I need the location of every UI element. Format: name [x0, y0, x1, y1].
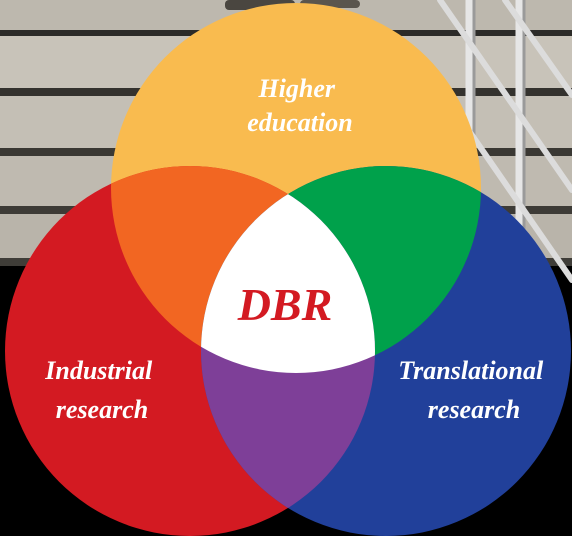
label-higher-education-line-1: Higher: [257, 74, 335, 103]
label-industrial-research: Industrial research: [44, 356, 158, 424]
label-industrial-research-line-2: research: [56, 395, 148, 424]
label-industrial-research-line-1: Industrial: [44, 356, 153, 385]
label-translational-research: Translational research: [398, 356, 549, 424]
label-higher-education-line-2: education: [247, 108, 352, 137]
label-higher-education: Higher education: [247, 74, 352, 137]
label-translational-research-line-2: research: [428, 395, 520, 424]
label-translational-research-line-1: Translational: [398, 356, 544, 385]
center-label-dbr: DBR: [237, 279, 333, 330]
overlap-center: [201, 166, 375, 373]
